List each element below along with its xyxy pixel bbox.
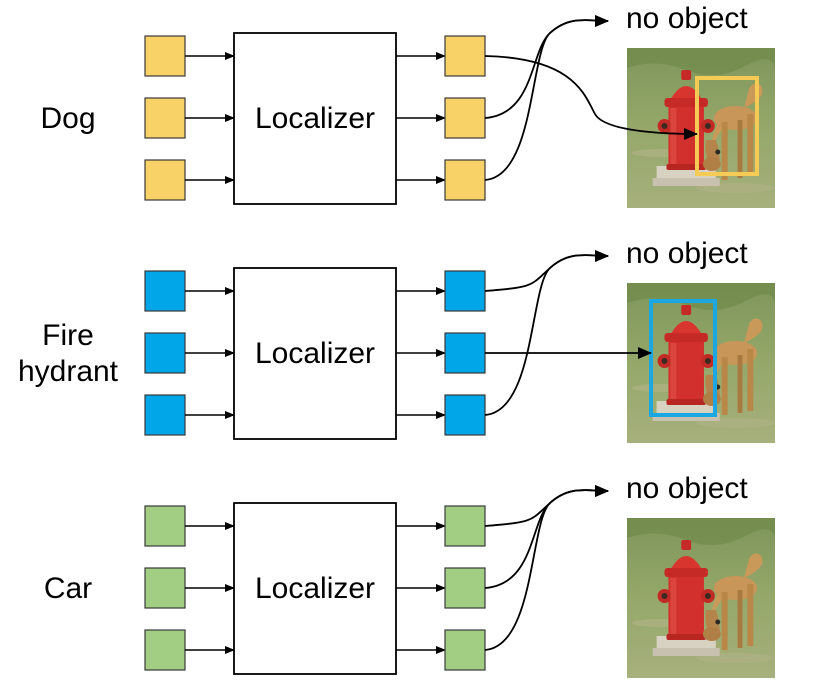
localizer-label: Localizer	[255, 337, 375, 370]
detection-row: Car Localizer no object	[44, 472, 775, 678]
detection-box	[695, 76, 759, 176]
no-object-label: no object	[626, 237, 748, 270]
localizer-box	[233, 32, 397, 205]
no-object-label: no object	[626, 2, 748, 35]
query-square-input	[144, 270, 186, 312]
assignment-arrow	[484, 14, 609, 181]
detection-row: Dog Localizer no object	[40, 2, 775, 208]
localizer-box	[233, 502, 397, 675]
assignment-arrow	[484, 484, 609, 589]
query-square-output	[444, 270, 486, 312]
query-square-output	[444, 35, 486, 77]
query-square-input	[144, 97, 186, 139]
class-label: Dog	[40, 102, 95, 135]
class-label: Fire	[42, 319, 94, 352]
query-square-input	[144, 505, 186, 547]
query-square-input	[144, 332, 186, 374]
class-label: Car	[44, 572, 92, 605]
assignment-arrow	[484, 55, 698, 140]
localizer-label: Localizer	[255, 572, 375, 605]
class-label: hydrant	[18, 355, 119, 388]
query-square-output	[444, 629, 486, 671]
query-square-input	[144, 394, 186, 436]
scene-photo	[627, 518, 775, 678]
localizer-label: Localizer	[255, 102, 375, 135]
scene-photo	[627, 48, 775, 208]
query-square-output	[444, 97, 486, 139]
assignment-arrow	[484, 249, 609, 416]
query-square-output	[444, 332, 486, 374]
no-object-label: no object	[626, 472, 748, 505]
query-square-input	[144, 567, 186, 609]
query-square-input	[144, 629, 186, 671]
query-square-output	[444, 159, 486, 201]
assignment-arrow	[484, 484, 609, 651]
query-square-output	[444, 394, 486, 436]
query-square-input	[144, 35, 186, 77]
query-square-input	[144, 159, 186, 201]
localizer-box	[233, 267, 397, 440]
query-square-output	[444, 505, 486, 547]
query-square-output	[444, 567, 486, 609]
